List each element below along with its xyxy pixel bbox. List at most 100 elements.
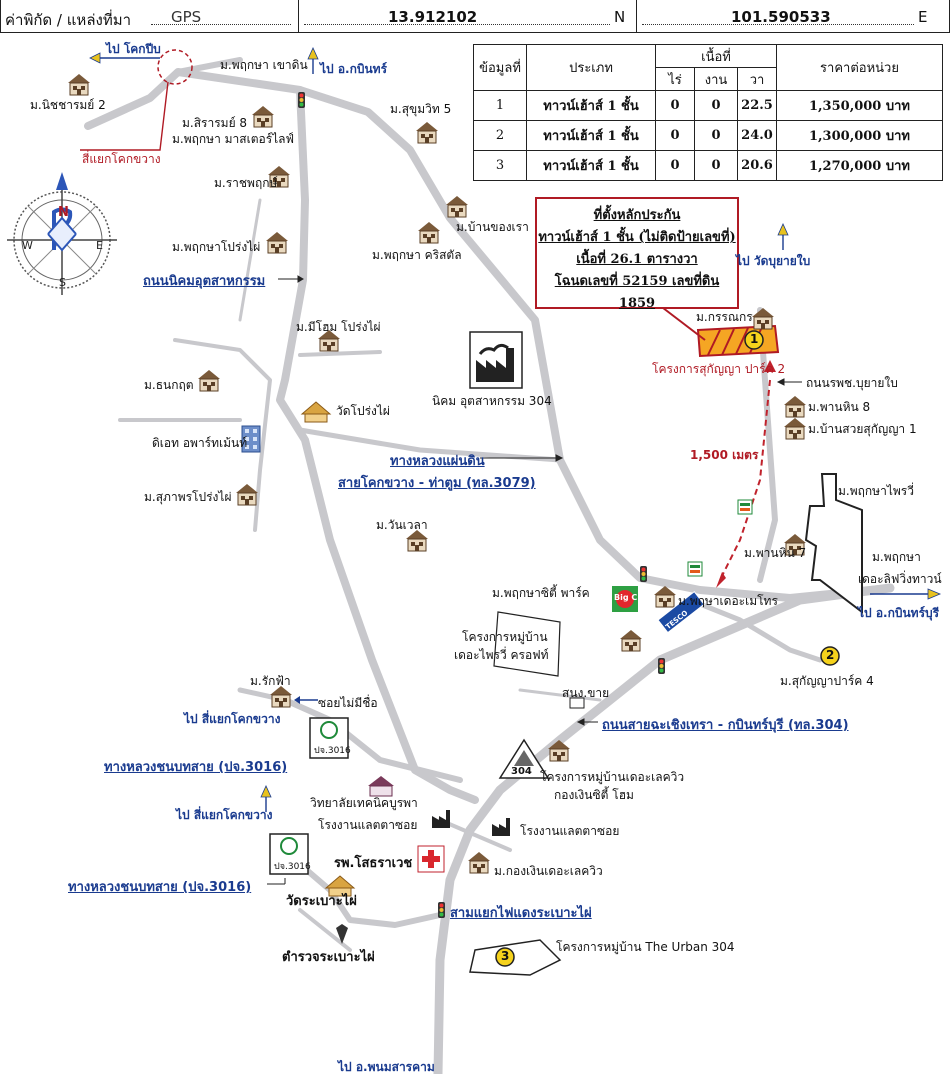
label-sam-yaek[interactable]: สามแยกไฟแดงระเบาะไผ่: [450, 906, 592, 921]
road-304[interactable]: ถนนสายฉะเชิงเทรา - กบินทร์บุรี (ทล.304): [602, 718, 849, 733]
compass-e: E: [96, 239, 103, 252]
arrow-to-wat-buyai: [777, 223, 789, 251]
label-m-ban-khongrao: ม.บ้านของเรา: [456, 220, 529, 234]
road-rural-3016-2[interactable]: ทางหลวงชนบทสาย (ปจ.3016): [68, 880, 252, 895]
road-highway-3079[interactable]: สายโคกขวาง - ท่าตูม (ทล.3079): [338, 476, 536, 491]
bigc-icon: [612, 586, 638, 612]
label-hospital: รพ.โสธราเวช: [334, 856, 413, 871]
label-m-phruksa-phrai: ม.พฤกษาไพรวี่: [838, 484, 914, 498]
label-factory-2: โรงงานแลตตาซอย: [520, 824, 620, 838]
arrow-to-kabin: [307, 47, 319, 75]
longitude-suffix: E: [918, 8, 928, 26]
compass-s: S: [59, 276, 66, 289]
table-row: 1 ทาวน์เฮ้าส์ 1 ชั้น 0 0 22.5 1,350,000 …: [473, 90, 943, 121]
label-bigc: Big C: [614, 593, 638, 602]
plot-phruksa-privy: [804, 473, 863, 615]
label-m-mihome: ม.มีโฮม โปร่งไผ่: [296, 320, 381, 334]
hospital-icon: [417, 845, 445, 873]
callout-line-1: ที่ตั้งหลักประกัน: [593, 208, 681, 223]
label-m-sukanya-park4: ม.สุกัญญาปาร์ค 4: [780, 674, 874, 688]
label-urban-304: โครงการหมู่บ้าน The Urban 304: [556, 940, 735, 954]
label-to-khokpip: ไป โคกปีบ: [106, 42, 161, 56]
label-college: วิทยาลัยเทคนิคบูรพา: [310, 796, 418, 810]
location-map: N S E W: [7, 47, 942, 1074]
label-route-304: 304: [511, 766, 532, 777]
th-price: ราคาต่อหน่วย: [776, 44, 943, 91]
latitude-suffix: N: [614, 8, 626, 26]
latitude-cell: 13.912102 N: [298, 0, 637, 32]
marker-1-label: 1: [750, 332, 759, 346]
marker-2-label: 2: [826, 648, 835, 662]
label-to-kabinburi: ไป อ.กบินทร์บุรี: [858, 606, 940, 620]
label-lakeview-1: โครงการหมู่บ้านเดอะเลควิว: [540, 770, 685, 784]
label-m-phruksa-springtown-2: เดอะลิฟวิ่งทาวน์: [858, 572, 942, 586]
arrow-to-sayaek-1: [294, 696, 318, 704]
route-304-sign: [498, 738, 550, 779]
road-buyai: ถนนรพช.บุยายใบ: [806, 376, 898, 390]
callout-line-3: เนื้อที่ 26.1 ตารางวา: [576, 252, 698, 267]
label-m-sukhumvit: ม.สุขุมวิท 5: [390, 102, 452, 116]
comparable-table: ข้อมูลที่ ประเภท เนื้อที่ ราคาต่อหน่วย ไ…: [473, 44, 943, 181]
label-m-ban-suay: ม.บ้านสวยสุกัญญา 1: [808, 422, 917, 436]
label-to-kabin: ไป อ.กบินทร์: [320, 62, 388, 76]
label-to-phanom: ไป อ.พนมสารคาม: [338, 1060, 435, 1074]
th-ngan: งาน: [694, 67, 738, 91]
tesco-lotus-icon: [657, 590, 705, 634]
label-m-phruksa-prongphai: ม.พฤกษาโปร่งไผ่: [172, 240, 261, 254]
label-m-kongngoen: ม.กองเงินเดอะเลควิว: [494, 864, 603, 878]
longitude-cell: 101.590533 E: [636, 0, 949, 32]
label-m-phanhin7: ม.พานหิน 7: [744, 546, 807, 560]
road-highway-title[interactable]: ทางหลวงแผ่นดิน: [390, 454, 485, 469]
label-distance: 1,500 เมตร: [690, 448, 759, 462]
label-project-village-1: โครงการหมู่บ้าน: [462, 630, 548, 644]
road-nikhom[interactable]: ถนนนิคมอุตสาหกรรม: [143, 274, 266, 289]
label-m-suphaphon: ม.สุภาพรโปร่งไผ่: [144, 490, 232, 504]
marker-3: [495, 947, 515, 967]
label-m-wanwela: ม.วันเวลา: [376, 518, 428, 532]
label-m-phanhin8: ม.พานหิน 8: [808, 400, 871, 414]
label-sanong-khai: สนง.ขาย: [562, 686, 610, 700]
label-to-sayaek-1: ไป สี่แยกโคกขวาง: [184, 712, 281, 726]
label-factory-1: โรงงานแลตตาซอย: [318, 818, 418, 832]
factory-icon-2: [492, 818, 510, 836]
table-row: 3 ทาวน์เฮ้าส์ 1 ชั้น 0 0 20.6 1,270,000 …: [473, 150, 943, 181]
th-type: ประเภท: [526, 44, 656, 91]
label-m-phruksa-khaodin: ม.พฤกษา เขาดิน: [220, 58, 308, 72]
seven-eleven-icon-1: [737, 499, 753, 515]
label-m-rakfa: ม.รักฟ้า: [250, 674, 291, 688]
temple-icon-prongphai: [300, 401, 332, 423]
road-rural-3016-1[interactable]: ทางหลวงชนบทสาย (ปจ.3016): [104, 760, 288, 775]
marker-3-label: 3: [501, 949, 510, 963]
label-sukanya-park2: โครงการสุกัญญา ปาร์ค 2: [652, 362, 786, 376]
coord-label: ค่าพิกัด / แหล่งที่มา: [5, 11, 132, 29]
label-m-phruksa-city: ม.พฤกษาซิตี้ พาร์ค: [492, 586, 590, 600]
label-m-sirarom: ม.สิรารมย์ 8: [182, 116, 248, 130]
sales-office: [569, 697, 585, 709]
label-pj-sign-1: ปจ.3016: [314, 746, 351, 756]
label-m-thanakrit: ม.ธนกฤต: [144, 378, 194, 392]
latitude-value: 13.912102: [388, 8, 478, 26]
label-wat-rabaophai: วัดระเบาะไผ่: [286, 894, 357, 909]
plot-privy-croft: [493, 611, 561, 677]
label-di-apartment: ดิเอท อพาร์ทเม้นท์: [152, 436, 248, 450]
label-m-phruksa-master: ม.พฤกษา มาสเตอร์ไลฟ์: [172, 132, 295, 146]
label-project-village-2: เดอะไพรวี่ ครอฟท์: [454, 648, 549, 662]
factory-icon-1: [432, 810, 450, 828]
collateral-callout: ที่ตั้งหลักประกัน ทาวน์เฮ้าส์ 1 ชั้น (ไม…: [535, 197, 739, 311]
pj-sign-2: [269, 833, 309, 875]
junction-circle: [157, 49, 193, 85]
th-rai: ไร่: [655, 67, 695, 91]
label-wat-prongphai: วัดโปร่งไผ่: [336, 404, 390, 418]
label-m-phruksa-crystal: ม.พฤกษา คริสตัล: [372, 248, 462, 262]
temple-icon-rabaophai: [324, 875, 356, 897]
compass-n: N: [58, 205, 69, 220]
label-lakeview-2: กองเงินซิตี้ โฮม: [554, 788, 634, 802]
marker-1: [744, 330, 764, 350]
label-m-ratchaphruk: ม.ราชพฤกษ์: [214, 176, 278, 190]
th-no: ข้อมูลที่: [473, 44, 527, 91]
arrow-to-khokpip: [89, 52, 160, 64]
label-m-phruksa-metro: ม.พฤษาเดอะเมโทร: [678, 594, 778, 608]
apartment-icon: [241, 425, 261, 453]
label-m-nitcharom: ม.นิชชารมย์ 2: [30, 98, 106, 112]
label-soi-noname: ซอยไม่มีชื่อ: [318, 696, 378, 710]
